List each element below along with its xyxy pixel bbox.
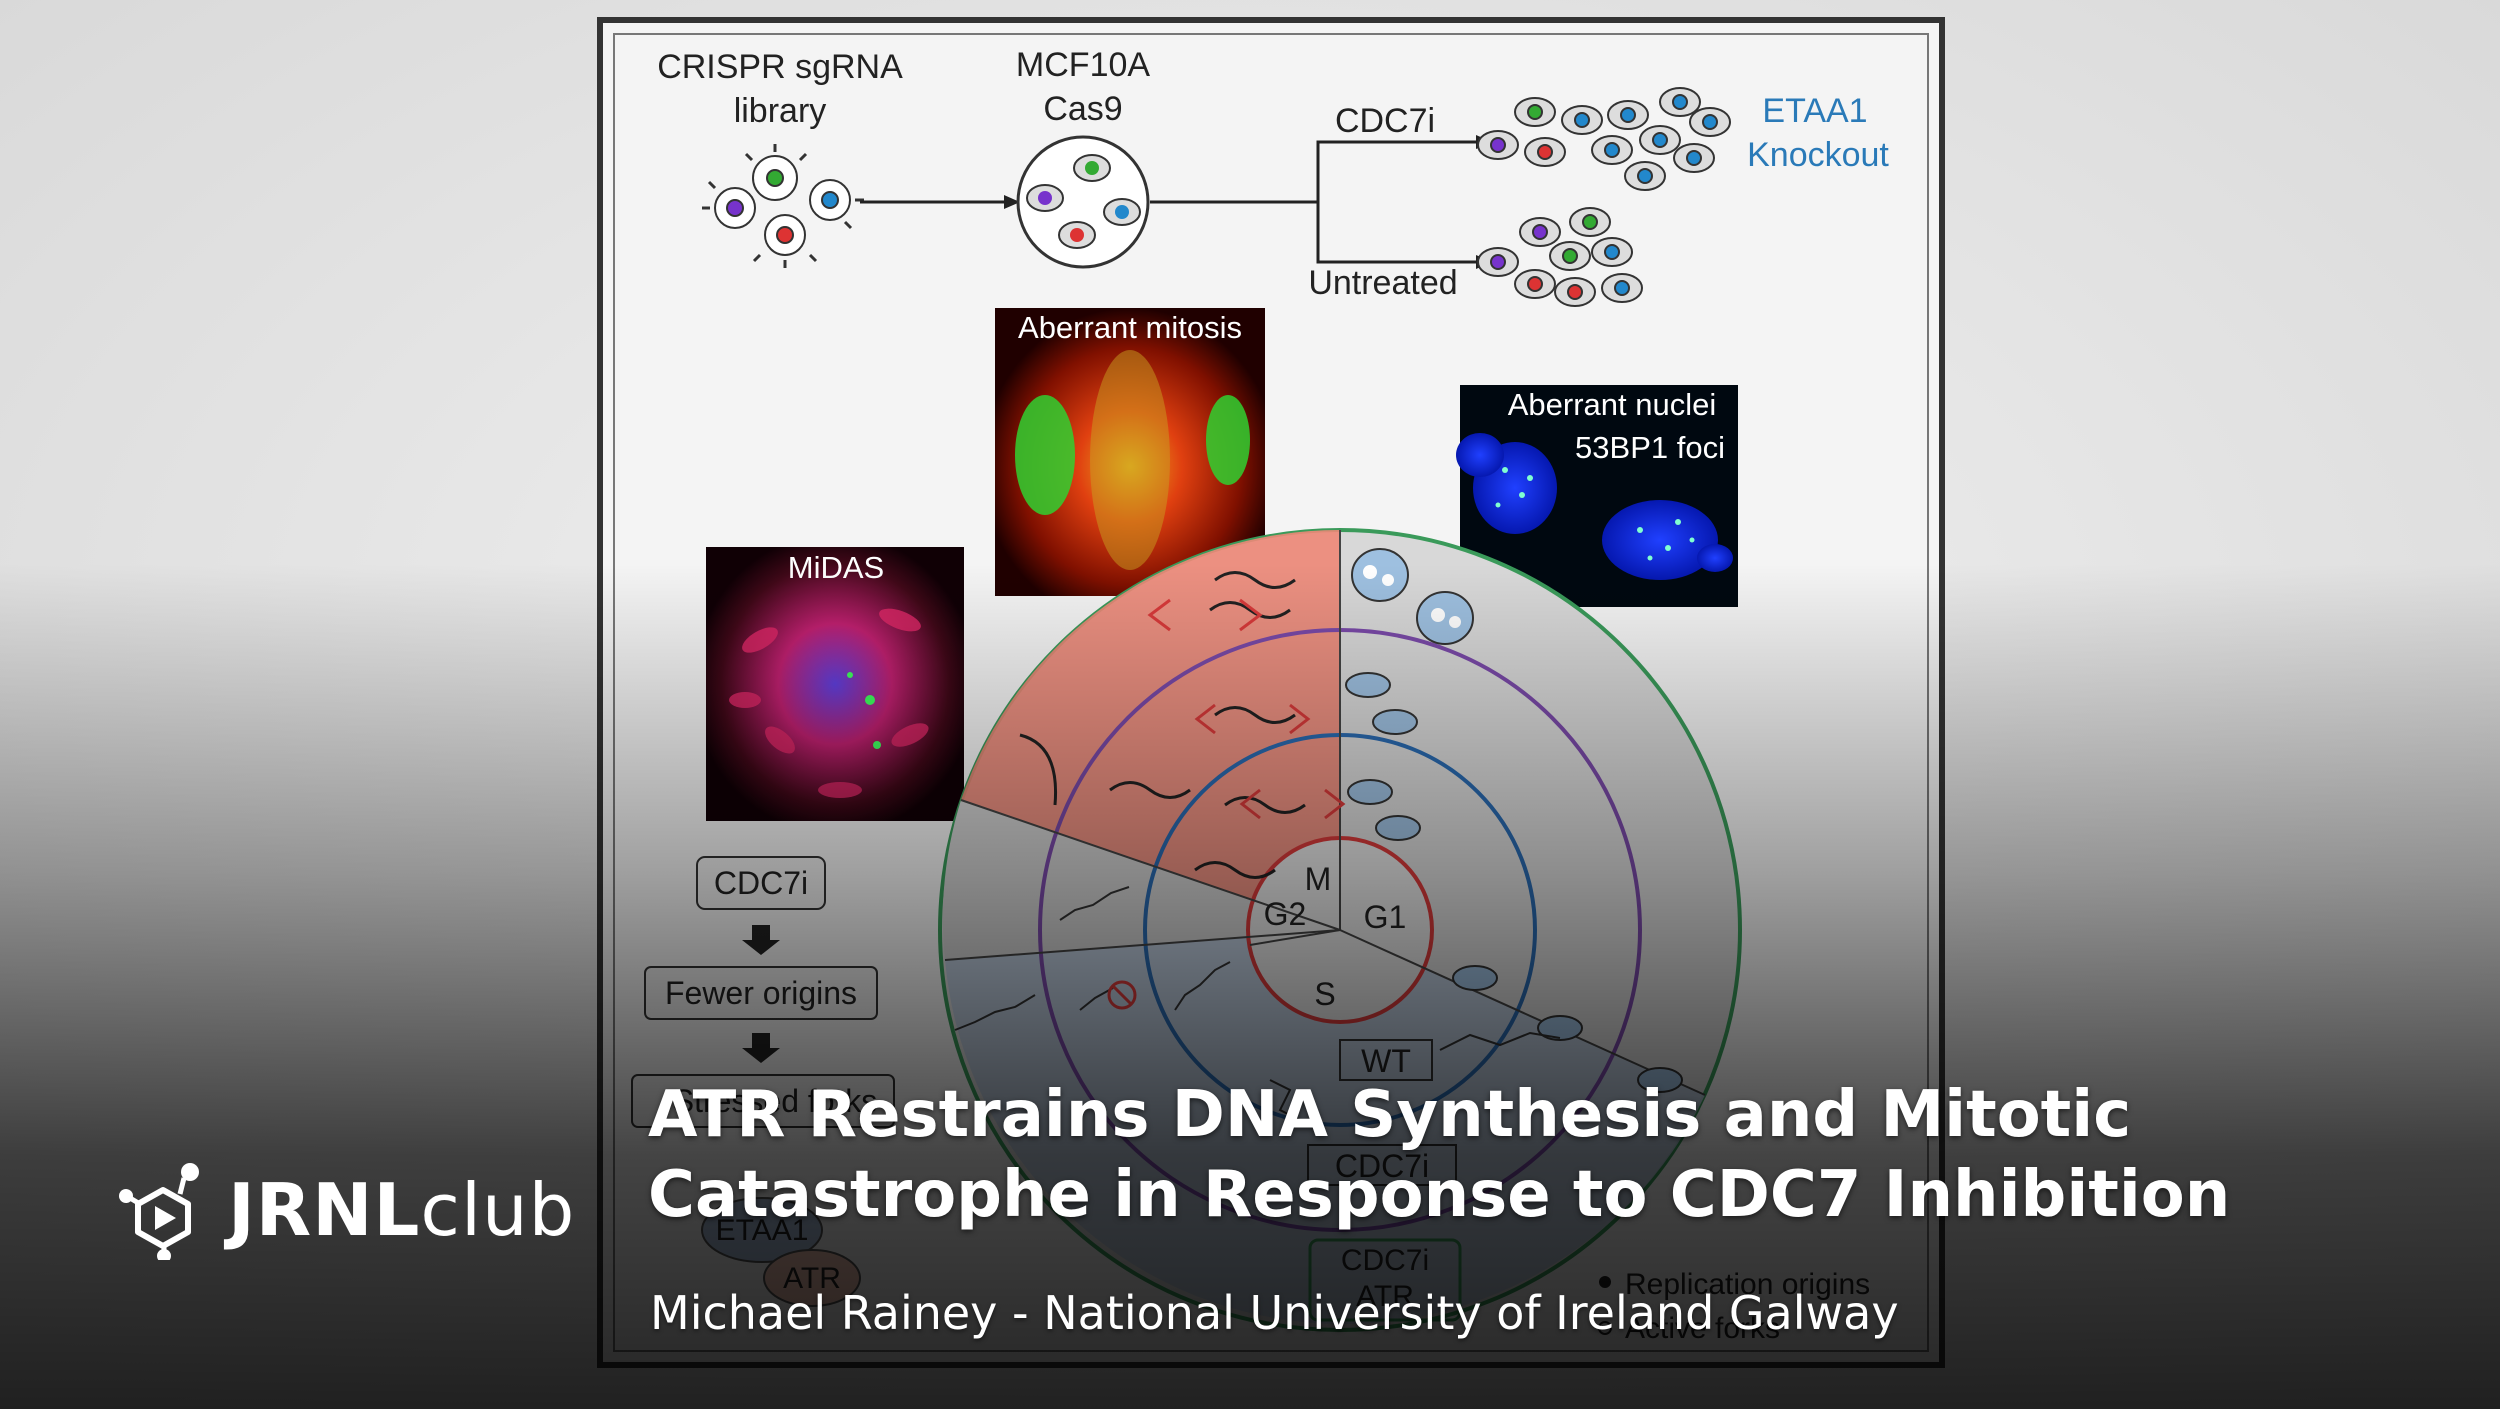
treatment-label: CDC7i <box>1335 102 1435 140</box>
phase-m-label: M <box>1305 861 1332 897</box>
panel-label-2: 53BP1 foci <box>1575 430 1725 465</box>
crispr-library-label: CRISPR sgRNA <box>657 48 903 86</box>
cell-line-label: MCF10A <box>1016 46 1150 84</box>
video-title: ATR Restrains DNA Synthesis and Mitotic … <box>648 1078 2231 1232</box>
cell-dish-icon <box>1016 135 1150 269</box>
phase-g2-label: G2 <box>1264 896 1307 932</box>
knockout-label: ETAA1 <box>1762 92 1867 130</box>
phase-g1-label: G1 <box>1364 899 1407 935</box>
jrnlclub-logo[interactable]: JRNLclub <box>118 1160 575 1260</box>
molecule-logo-icon <box>119 1163 199 1260</box>
untreated-label: Untreated <box>1308 264 1457 302</box>
ring-cdc7i-atr-label: CDC7i <box>1341 1244 1429 1277</box>
panel-label: MiDAS <box>788 550 884 585</box>
panel-label: Aberrant nuclei <box>1508 387 1717 422</box>
crispr-library-label-2: library <box>734 92 827 130</box>
video-subtitle: Michael Rainey - National University of … <box>650 1286 1899 1340</box>
flow-step: Fewer origins <box>665 975 857 1011</box>
ring-wt-label: WT <box>1361 1043 1411 1079</box>
cell-line-label-2: Cas9 <box>1043 90 1122 128</box>
panel-label: Aberrant mitosis <box>1018 310 1242 345</box>
flow-step: CDC7i <box>714 865 808 901</box>
midas-panel: MiDAS <box>706 547 964 821</box>
phase-s-label: S <box>1314 976 1335 1012</box>
knockout-label-2: Knockout <box>1747 136 1889 174</box>
logo-light-text: club <box>420 1168 576 1252</box>
logo-bold-text: JRNL <box>228 1168 421 1252</box>
